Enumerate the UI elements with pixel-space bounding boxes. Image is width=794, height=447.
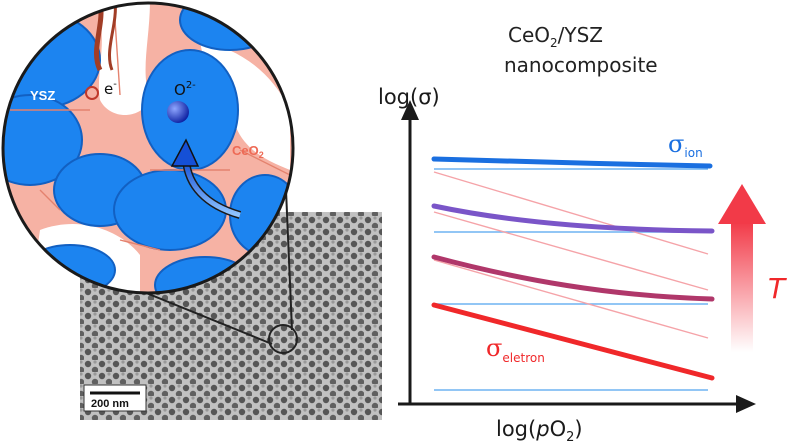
ysz-label: YSZ — [30, 88, 55, 103]
ceo2-label: CeO2 — [232, 143, 264, 160]
temperature-arrow — [718, 184, 766, 352]
oxygen-ion-label: O2- — [174, 80, 196, 99]
scale-bar-label: 200 nm — [91, 398, 129, 410]
y-axis-label: log(σ) — [378, 85, 440, 109]
electron-label: e- — [104, 79, 117, 98]
curve-ion-dominant — [431, 156, 713, 169]
inset-border — [1, 1, 295, 295]
ionic-baselines — [434, 168, 708, 391]
curve-mixed-lower — [431, 254, 715, 302]
title-line-1: CeO2/YSZ — [508, 23, 603, 50]
x-axis-label: log(pO2) — [496, 417, 583, 445]
electronic-lines — [433, 171, 709, 339]
sigma-ion-label: σion — [668, 130, 703, 160]
temperature-label: T — [768, 272, 787, 305]
diagram-title: CeO2/YSZ nanocomposite — [504, 23, 658, 77]
sigma-electron-label: σeletron — [486, 334, 545, 365]
oxygen-ion-ball — [167, 101, 189, 123]
scale-bar: 200 nm — [83, 384, 147, 412]
title-line-2: nanocomposite — [504, 53, 658, 77]
curve-electron-dominant — [431, 302, 715, 381]
x-axis-arrow — [736, 395, 756, 413]
electron-marker — [85, 86, 99, 100]
curve-mixed-upper — [431, 203, 715, 234]
conductivity-plot: log(σ) log(pO2) σion σeletron T — [378, 85, 787, 445]
y-axis-arrow — [401, 100, 419, 120]
nanostructure-inset: YSZ CeO2 e- O2- — [1, 1, 295, 295]
zoom-region-marker — [268, 324, 298, 354]
